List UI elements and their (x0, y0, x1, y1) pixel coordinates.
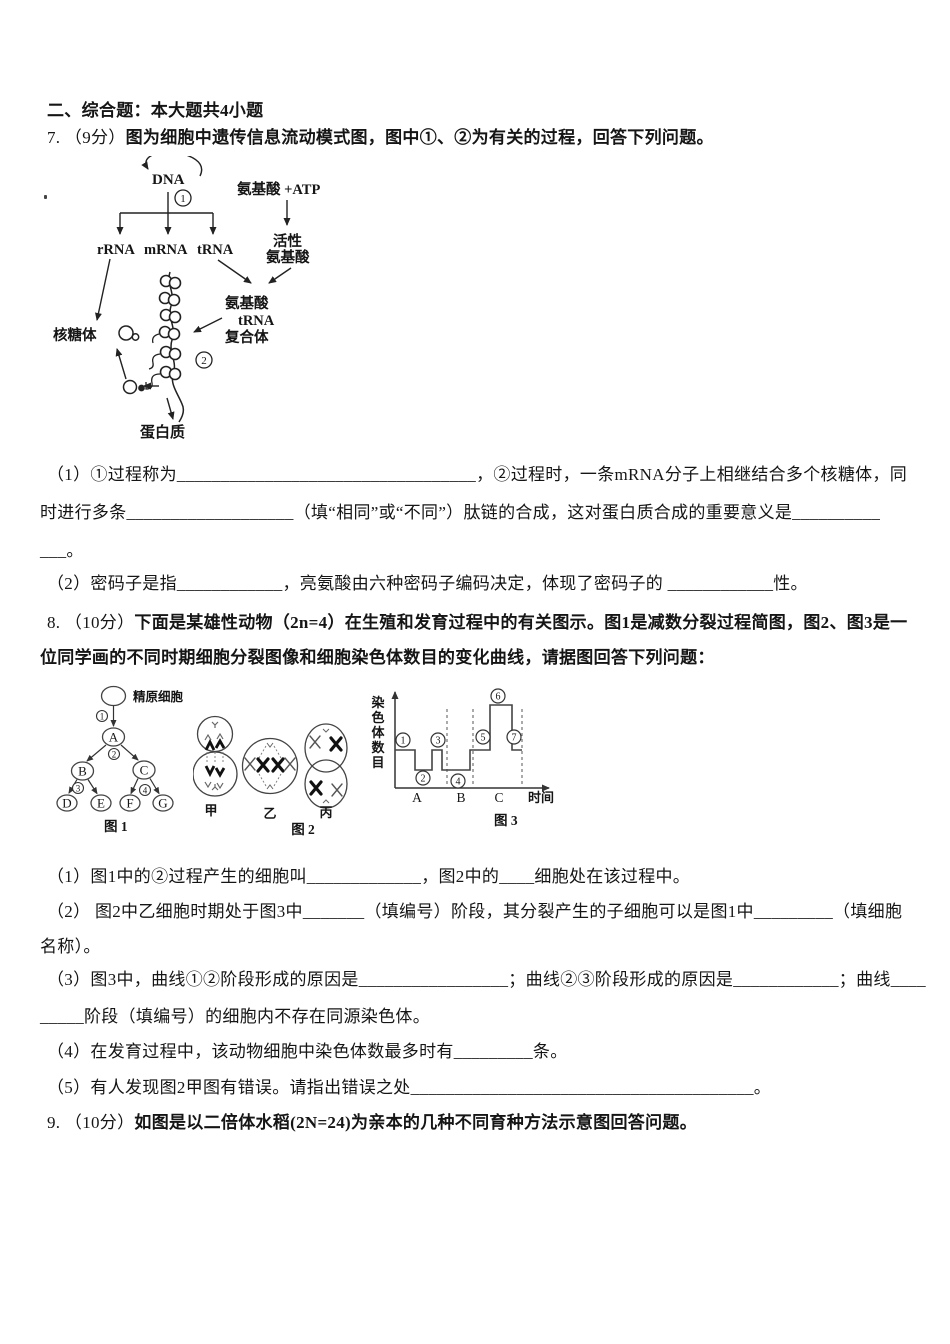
q8-number: 8. （10分） (47, 613, 135, 632)
margin-mark (44, 195, 47, 199)
protein-label: 蛋白质 (140, 423, 185, 441)
step1-number: 1 (180, 193, 186, 205)
complex-label-1: 氨基酸 (225, 294, 269, 312)
node-f: F (126, 796, 133, 811)
q8-sub3-line2: _____阶段（填编号）的细胞内不存在同源染色体。 (40, 1007, 430, 1026)
fig1-step3-number: 3 (76, 783, 81, 793)
spermatogonium-label: 精原细胞 (133, 689, 184, 704)
q9-intro-text: 如图是以二倍体水稻(2N=24)为亲本的几种不同育种方法示意图回答问题。 (134, 1113, 697, 1132)
phase-b-label: B (456, 790, 465, 805)
q7-intro-line: 7. （9分）图为细胞中遗传信息流动模式图，图中①、②为有关的过程，回答下列问题… (47, 127, 714, 148)
node-e: E (97, 796, 105, 811)
q8-sub2-line2: 名称）。 (40, 937, 101, 956)
tree-step-badges: 1 2 3 4 (71, 709, 152, 797)
q8-sub4-line: （4）在发育过程中，该动物细胞中染色体数最多时有_________条。 (47, 1042, 568, 1061)
q7-number: 7. （9分） (47, 128, 126, 147)
active-amino-acid-label-2: 氨基酸 (266, 248, 310, 266)
point-1: 1 (401, 736, 406, 747)
node-c: C (140, 763, 149, 778)
dna-label: DNA (152, 172, 185, 188)
q7-sub1-line2: 时进行多条___________________（填“相同”或“不同”）肽链的合… (40, 503, 881, 522)
complex-label-2: tRNA (238, 313, 275, 329)
node-b: B (78, 764, 87, 779)
point-4: 4 (456, 777, 461, 788)
fig3-caption: 图 3 (494, 813, 518, 828)
cell-jia-label: 甲 (204, 803, 217, 818)
q8-intro-text1: 下面是某雄性动物（2n=4）在生殖和发育过程中的有关图示。图1是减数分裂过程简图… (134, 613, 908, 632)
peptide-chains-icon (145, 333, 161, 390)
ylabel-char-2: 色 (371, 710, 384, 725)
q7-sub2-line: （2）密码子是指____________，亮氨酸由六种密码子编码决定，体现了密码… (47, 574, 808, 593)
phase-c-label: C (494, 790, 503, 805)
q7-flow-diagram: 1 2 DNA rRNA mRNA tRNA 氨基酸 +ATP 活性 氨基酸 氨… (53, 156, 320, 441)
rrna-label: rRNA (97, 242, 135, 258)
chart-axes (391, 691, 550, 792)
fig1-caption: 图 1 (104, 819, 128, 834)
step2-number: 2 (201, 355, 207, 367)
complex-label-3: 复合体 (224, 328, 269, 346)
released-ribosome-icon (122, 379, 145, 395)
active-amino-acid-label-1: 活性 (273, 232, 302, 250)
curve-point-badges: 1 2 3 4 5 6 7 (395, 688, 522, 789)
dna-replication-loop-arrow (141, 156, 203, 177)
node-d: D (62, 796, 71, 811)
ylabel-char-5: 目 (371, 755, 384, 770)
ribosome-icon (118, 325, 140, 341)
q8-sub3-line1: （3）图3中，曲线①②阶段形成的原因是_________________；曲线②… (47, 970, 926, 989)
point-3: 3 (436, 736, 441, 747)
step1-badge: 1 (174, 189, 192, 207)
step2-badge: 2 (195, 351, 213, 369)
q8-fig2-cell-drawings: 甲 乙 丙 图 2 (193, 715, 348, 837)
y-axis-label: 染 色 体 数 目 (370, 695, 385, 770)
point-2: 2 (421, 774, 426, 785)
section-header: 二、综合题：本大题共4小题 (47, 101, 264, 120)
ribosome-label: 核糖体 (53, 326, 97, 344)
q8-intro-line1: 8. （10分）下面是某雄性动物（2n=4）在生殖和发育过程中的有关图示。图1是… (47, 612, 907, 633)
q9-number: 9. （10分） (47, 1113, 135, 1132)
cell-bing (304, 723, 348, 809)
q8-sub5-line: （5）有人发现图2甲图有错误。请指出错误之处__________________… (47, 1078, 772, 1097)
phase-a-label: A (412, 790, 422, 805)
fig1-step4-number: 4 (143, 785, 148, 795)
q8-fig3-chromosome-chart: 1 2 3 4 5 6 7 染 色 体 数 目 A B C 时间 图 3 (370, 688, 554, 828)
q8-sub2-line1: （2） 图2中乙细胞时期处于图3中_______（填编号）阶段，其分裂产生的子细… (47, 902, 903, 921)
q7-sub1-line3: ___。 (40, 541, 84, 560)
amino-acid-atp-label: 氨基酸 +ATP (237, 180, 320, 198)
point-6: 6 (496, 692, 501, 703)
mrna-label: mRNA (144, 242, 188, 258)
ylabel-char-1: 染 (370, 695, 385, 710)
fig1-step1-number: 1 (100, 711, 105, 721)
polysome-ribosomes-icon (158, 274, 182, 381)
q9-intro-line: 9. （10分）如图是以二倍体水稻(2N=24)为亲本的几种不同育种方法示意图回… (47, 1112, 697, 1133)
cell-yi-label: 乙 (263, 806, 276, 821)
x-axis-label: 时间 (528, 790, 554, 805)
q7-intro-text: 图为细胞中遗传信息流动模式图，图中①、②为有关的过程，回答下列问题。 (125, 128, 714, 147)
ylabel-char-3: 体 (371, 725, 385, 740)
cell-yi (241, 737, 299, 795)
fig2-caption: 图 2 (291, 822, 315, 837)
flow-arrows (95, 156, 292, 420)
node-a: A (109, 730, 119, 745)
cell-bing-label: 丙 (319, 805, 332, 820)
ylabel-char-4: 数 (371, 740, 385, 755)
q7-sub1-line1: （1）①过程称为________________________________… (47, 465, 908, 484)
q8-intro-line2: 位同学画的不同时期细胞分裂图像和细胞染色体数目的变化曲线，请据图回答下列问题： (40, 648, 715, 667)
point-7: 7 (512, 733, 517, 744)
q8-fig1-meiosis-tree: 1 2 3 4 精原细胞 A B C D E F G 图 1 (56, 685, 184, 834)
q8-sub1-line: （1）图1中的②过程产生的细胞叫_____________，图2中的____细胞… (47, 867, 691, 886)
point-5: 5 (481, 733, 486, 744)
fig1-step2-number: 2 (112, 749, 117, 759)
cell-jia (193, 715, 238, 797)
trna-label: tRNA (197, 242, 234, 258)
phase-divider-lines (446, 709, 523, 788)
node-g: G (158, 796, 167, 811)
chromosome-count-curve (395, 704, 522, 771)
